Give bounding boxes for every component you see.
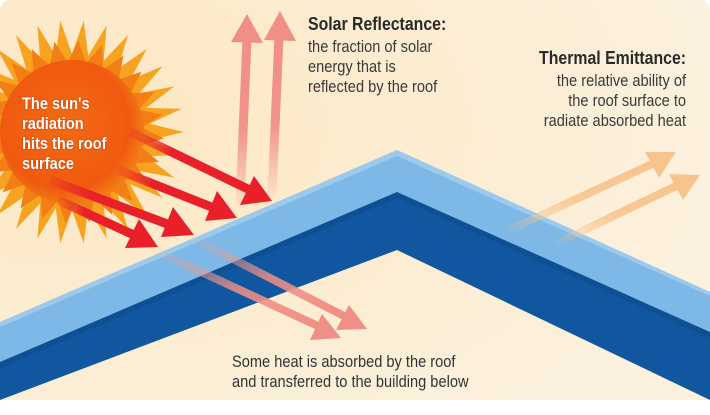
emitted-arrow-shaft-1 bbox=[503, 160, 654, 236]
sun-label-line-3: hits the roof bbox=[22, 134, 107, 154]
solar-reflectance-line-2: energy that is bbox=[308, 57, 396, 77]
incoming-arrow-head-4 bbox=[125, 219, 158, 248]
emitted-arrow-head-2 bbox=[669, 174, 700, 200]
sun-core bbox=[0, 60, 144, 204]
roof-icon bbox=[0, 150, 710, 400]
incoming-arrow-head-2 bbox=[205, 191, 237, 221]
incoming-arrow-head-1 bbox=[240, 176, 272, 205]
sun-label-line-2: radiation bbox=[22, 114, 84, 134]
incoming-arrow-head-3 bbox=[161, 207, 194, 237]
thermal-emittance-line-1: the relative ability of bbox=[556, 71, 686, 91]
absorbed-arrow-shaft-1 bbox=[156, 248, 320, 330]
thermal-emittance-line-2: the roof surface to bbox=[568, 91, 686, 111]
absorbed-heat-arrow-icon bbox=[156, 236, 367, 340]
absorbed-arrow-shaft-2 bbox=[194, 236, 346, 320]
absorbed-heat-line-1: Some heat is absorbed by the roof bbox=[232, 352, 456, 371]
emitted-arrow-head-1 bbox=[645, 152, 676, 178]
incoming-arrow-shaft-4 bbox=[56, 195, 138, 241]
sun-icon bbox=[0, 20, 184, 244]
emitted-heat-arrow-icon bbox=[503, 152, 700, 248]
solar-reflectance-line-3: reflected by the roof bbox=[308, 77, 438, 97]
solar-reflectance-block: Solar Reflectance: the fraction of solar… bbox=[308, 14, 465, 97]
reflected-arrow-shaft-2 bbox=[267, 35, 284, 196]
absorbed-arrow-head-1 bbox=[310, 314, 341, 340]
roof-light-layer bbox=[0, 150, 710, 362]
sun-label-line-4: surface bbox=[22, 154, 75, 174]
thermal-emittance-block: Thermal Emittance: the relative ability … bbox=[519, 48, 686, 131]
absorbed-heat-caption: Some heat is absorbed by the roof and tr… bbox=[232, 352, 469, 392]
absorbed-heat-line-2: and transferred to the building below bbox=[232, 372, 469, 392]
thermal-emittance-line-3: radiate absorbed heat bbox=[543, 111, 686, 131]
incoming-arrow-shaft-3 bbox=[48, 175, 172, 230]
incoming-arrow-shaft-2 bbox=[116, 165, 216, 213]
reflected-arrow-shaft-1 bbox=[235, 37, 252, 206]
absorbed-arrow-head-2 bbox=[336, 305, 367, 330]
reflected-arrow-icon bbox=[231, 11, 296, 206]
sun-label-line-1: The sun's bbox=[22, 94, 90, 113]
emitted-arrow-shaft-2 bbox=[553, 182, 678, 248]
thermal-emittance-title: Thermal Emittance: bbox=[538, 48, 686, 68]
solar-reflectance-line-1: the fraction of solar bbox=[308, 37, 433, 57]
thermal-emittance-desc: the relative ability of the roof surface… bbox=[542, 71, 686, 131]
reflected-arrow-head-1 bbox=[231, 14, 263, 43]
incoming-arrow-shaft-1 bbox=[128, 127, 252, 195]
solar-reflectance-title: Solar Reflectance: bbox=[308, 14, 447, 34]
incoming-radiation-arrow-icon bbox=[48, 127, 272, 248]
roof-dark-layer bbox=[0, 192, 710, 400]
solar-reflectance-desc: the fraction of solar energy that is ref… bbox=[308, 37, 443, 97]
sun-radiation-label: The sun's radiation hits the roof surfac… bbox=[22, 94, 106, 174]
reflected-arrow-head-2 bbox=[264, 11, 296, 41]
page-bottom-strip bbox=[0, 400, 710, 415]
